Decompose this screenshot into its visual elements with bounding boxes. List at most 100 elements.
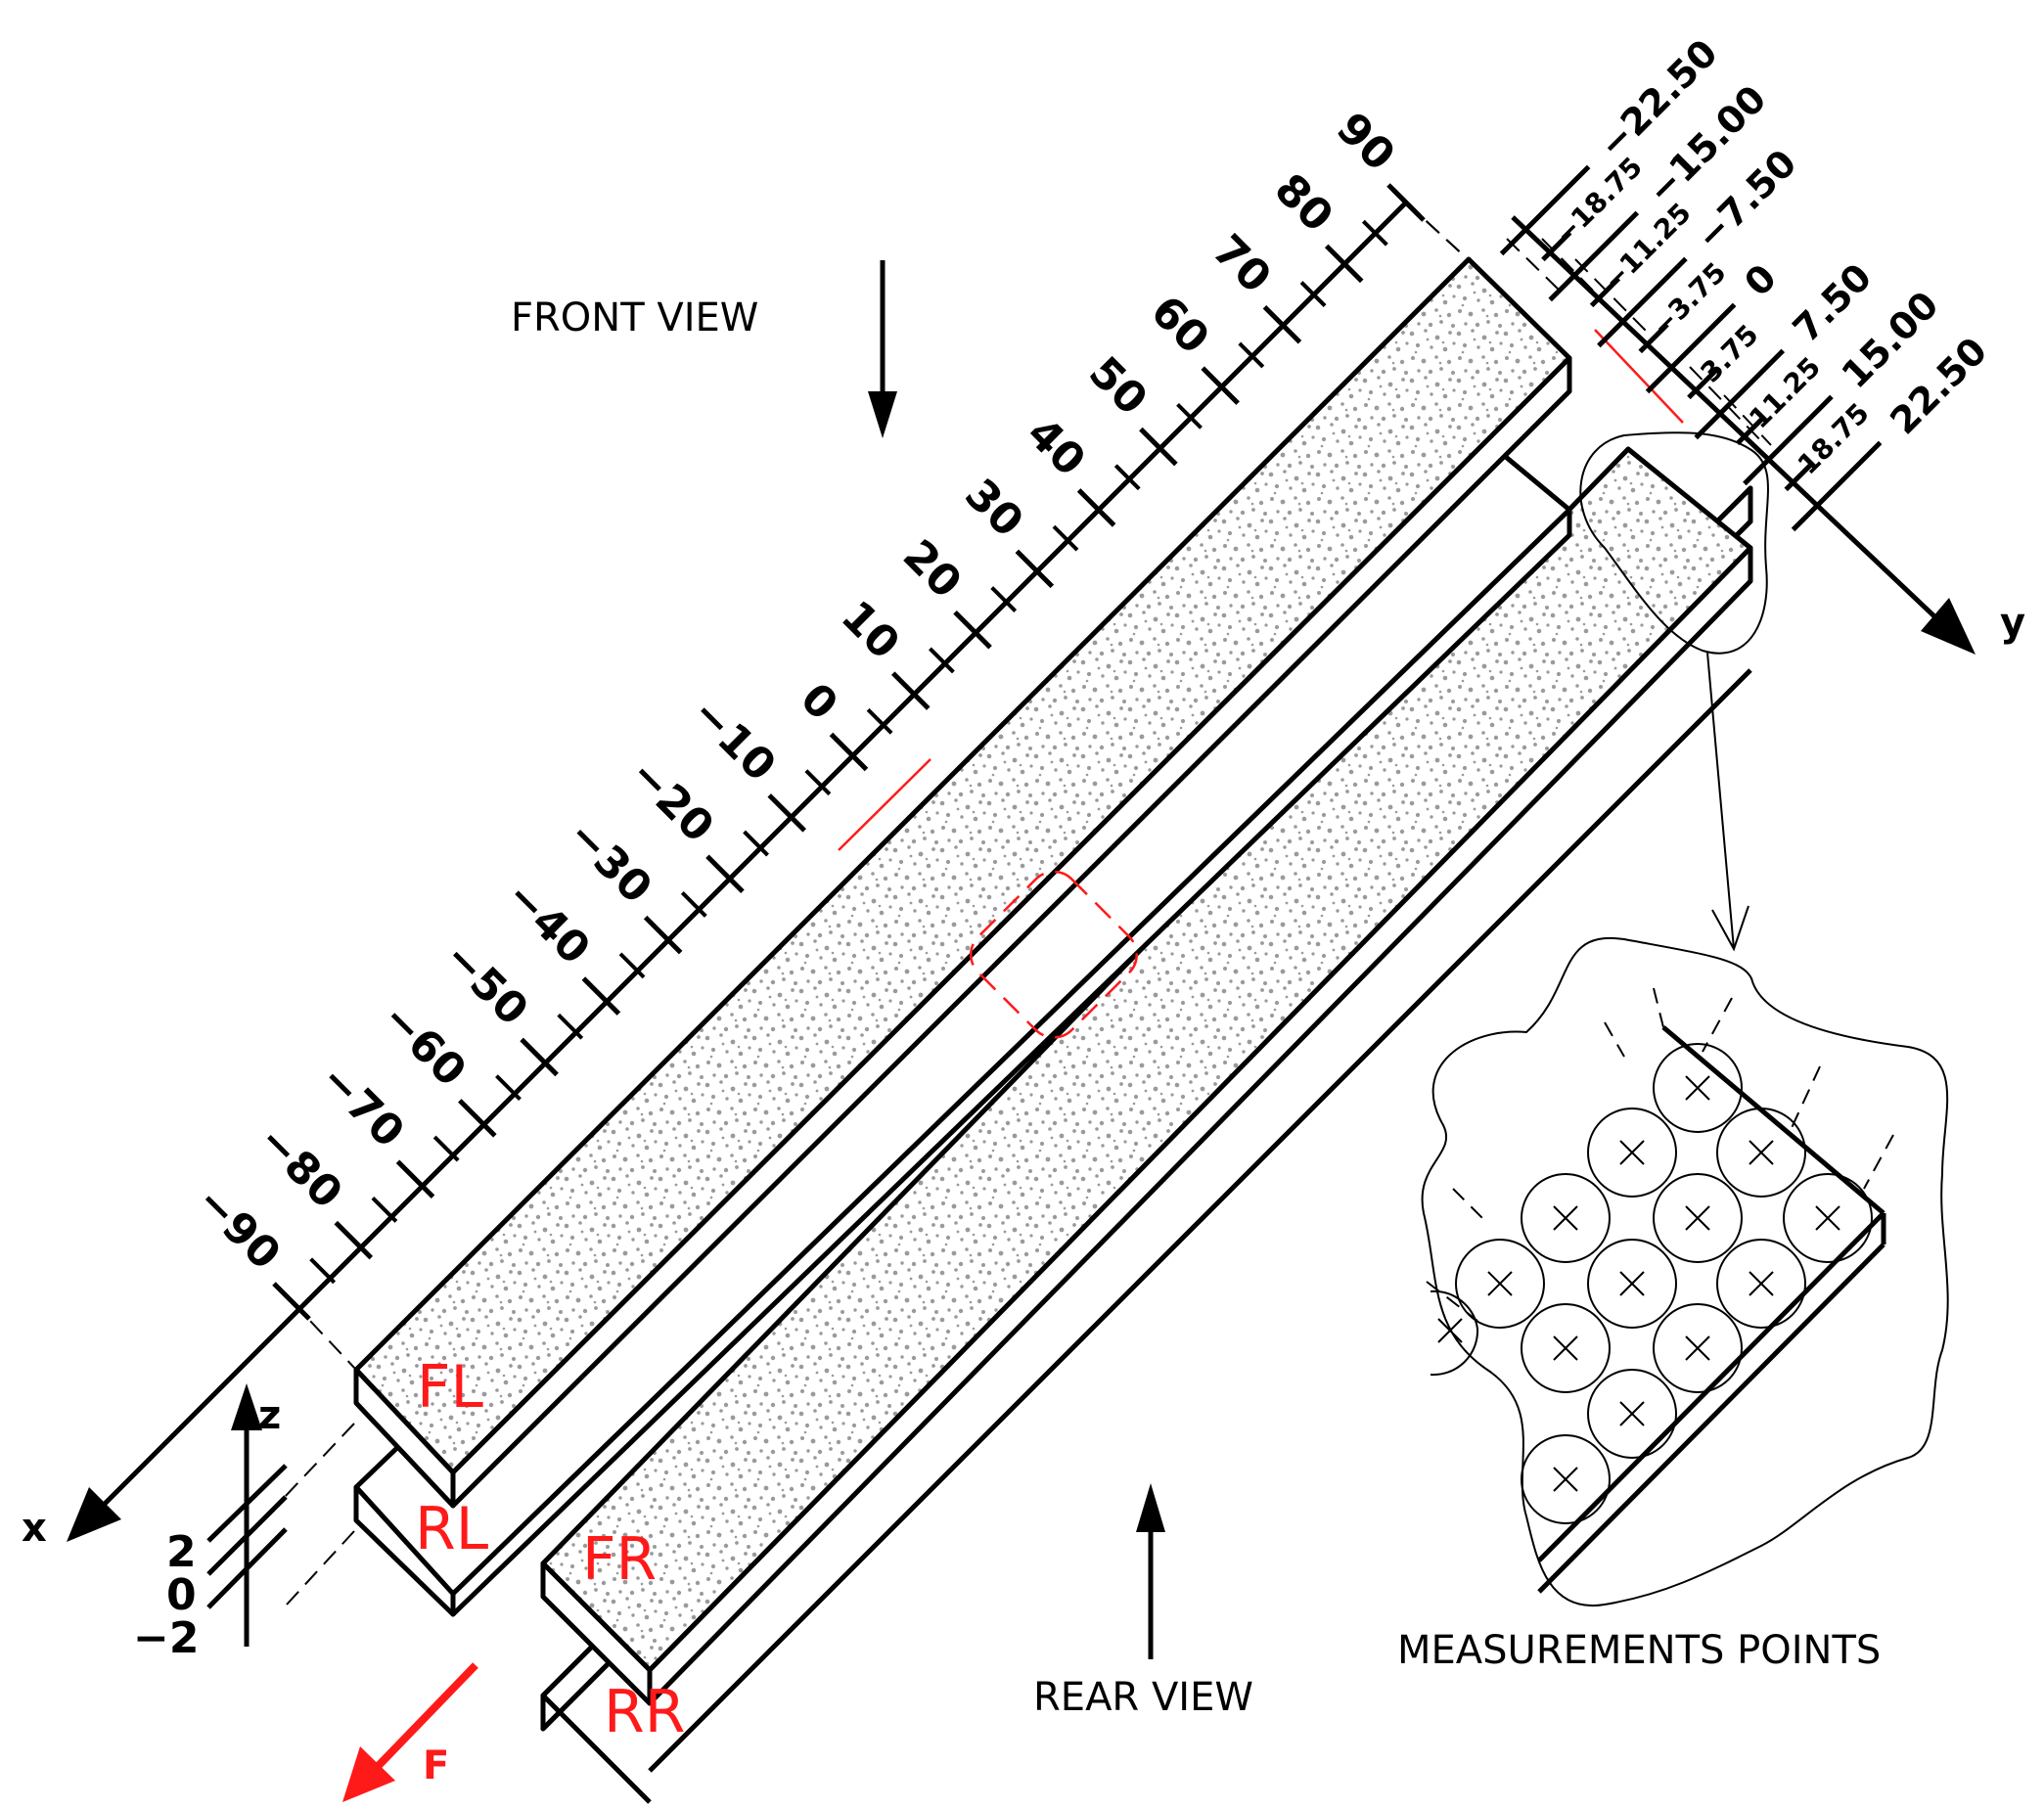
y-minor-tick-label: 18.75 [1792, 396, 1876, 480]
x-minor-tick [1238, 341, 1265, 369]
x-minor-tick [557, 1013, 584, 1040]
x-minor-tick [866, 707, 893, 735]
y-minor-tick [1638, 322, 1669, 354]
force-arrow-head [342, 1746, 395, 1802]
x-tick [1324, 244, 1364, 284]
x-axis-label: x [22, 1506, 47, 1551]
y-minor-tick-label: −18.75 [1548, 151, 1649, 251]
x-tick [705, 854, 745, 894]
measurement-point [1783, 1173, 1873, 1263]
y-major-tick [1791, 440, 1883, 532]
x-tick-label: −60 [373, 993, 476, 1096]
y-minor-tick-label: 11.25 [1743, 350, 1827, 434]
x-tick [643, 915, 683, 955]
x-minor-tick [990, 586, 1018, 612]
x-tick [891, 671, 931, 710]
measurement-point [1653, 1043, 1743, 1133]
x-tick-label: −40 [496, 871, 599, 973]
x-axis-arrowhead [67, 1487, 121, 1542]
x-tick [767, 793, 806, 833]
z-axis-arrowhead [231, 1383, 262, 1430]
x-minor-tick [1361, 219, 1388, 247]
x-tick-label: −70 [310, 1055, 413, 1157]
x-minor-tick [743, 830, 769, 857]
z-tick-label-2: 2 [166, 1527, 197, 1577]
red-ref-mark-left [838, 758, 931, 851]
y-minor-tick [1784, 460, 1815, 492]
measurement-point [1455, 1239, 1545, 1329]
x-minor-tick [804, 769, 832, 796]
center-detail-marker [970, 870, 1138, 1039]
y-axis-arrowhead [1921, 598, 1976, 655]
y-axis [1511, 215, 1955, 636]
detail-plate [1537, 1025, 1886, 1594]
measurement-point-partial [1430, 1289, 1479, 1377]
x-tick [953, 610, 992, 650]
measurement-point [1521, 1434, 1611, 1524]
force-label: F [423, 1743, 449, 1788]
x-tick-label: 60 [1141, 287, 1218, 364]
measurement-point [1653, 1173, 1743, 1263]
x-minor-tick [1299, 281, 1327, 307]
y-major-tick [1645, 302, 1737, 394]
x-tick [334, 1220, 374, 1260]
z-tick-label-minus-2: −2 [133, 1613, 199, 1663]
x-minor-tick [1052, 524, 1079, 552]
x-tick [581, 976, 621, 1016]
x-minor-tick [432, 1135, 460, 1162]
x-minor-tick [1176, 402, 1203, 430]
x-minor-tick [929, 647, 955, 674]
x-tick-label: −90 [187, 1176, 290, 1279]
front-view-arrowhead [868, 391, 897, 438]
measurement-point [1587, 1108, 1677, 1198]
rear-view-arrowhead [1136, 1483, 1165, 1532]
y-minor-tick [1589, 276, 1621, 308]
plate-label-rl: RL [415, 1495, 489, 1563]
x-tick [395, 1159, 435, 1198]
x-tick-label: −50 [434, 932, 537, 1035]
y-minor-tick [1735, 414, 1767, 446]
x-tick-label: −20 [620, 749, 723, 852]
y-minor-tick [1541, 230, 1572, 262]
x-tick [1201, 366, 1240, 405]
y-major-tick [1743, 394, 1834, 486]
x-tick-label: 80 [1265, 164, 1342, 242]
x-minor-tick [618, 952, 646, 979]
plate-fl [353, 256, 1572, 1509]
measurement-points [1430, 1043, 1873, 1524]
rear-view-label: REAR VIEW [1033, 1675, 1253, 1720]
y-major-tick [1597, 256, 1688, 348]
measurement-point [1521, 1173, 1611, 1263]
red-ref-mark-right [1594, 329, 1684, 424]
measurement-point [1587, 1239, 1677, 1329]
x-tick-label: 30 [955, 470, 1032, 547]
x-tick-label: 70 [1203, 225, 1280, 302]
z-axis [206, 1419, 288, 1647]
x-tick [1076, 488, 1116, 527]
measurement-point [1716, 1239, 1806, 1329]
x-minor-tick [680, 891, 707, 918]
detail-source-outline [1579, 431, 1769, 655]
measurement-point [1716, 1108, 1806, 1198]
x-minor-tick [309, 1257, 337, 1285]
x-tick-label: 90 [1327, 103, 1404, 180]
x-minor-tick [495, 1074, 522, 1102]
measurement-point [1587, 1369, 1677, 1459]
x-tick [1015, 549, 1055, 589]
x-tick-label: 50 [1079, 347, 1157, 425]
detail-pointer-arrowhead [1711, 905, 1749, 952]
front-view-label: FRONT VIEW [511, 295, 758, 340]
detail-blob-outline [1421, 936, 1949, 1607]
x-minor-tick [1113, 464, 1141, 491]
y-axis-label: y [2000, 601, 2025, 646]
x-tick [458, 1099, 497, 1138]
detail-title: MEASUREMENTS POINTS [1397, 1628, 1881, 1673]
x-minor-tick [371, 1197, 398, 1223]
z-tick-label-0: 0 [166, 1570, 197, 1620]
y-minor-tick-label: −3.75 [1646, 256, 1733, 343]
measurement-point [1653, 1303, 1743, 1393]
y-major-tick-label: 0 [1736, 256, 1785, 305]
x-tick-label: 20 [893, 530, 971, 608]
